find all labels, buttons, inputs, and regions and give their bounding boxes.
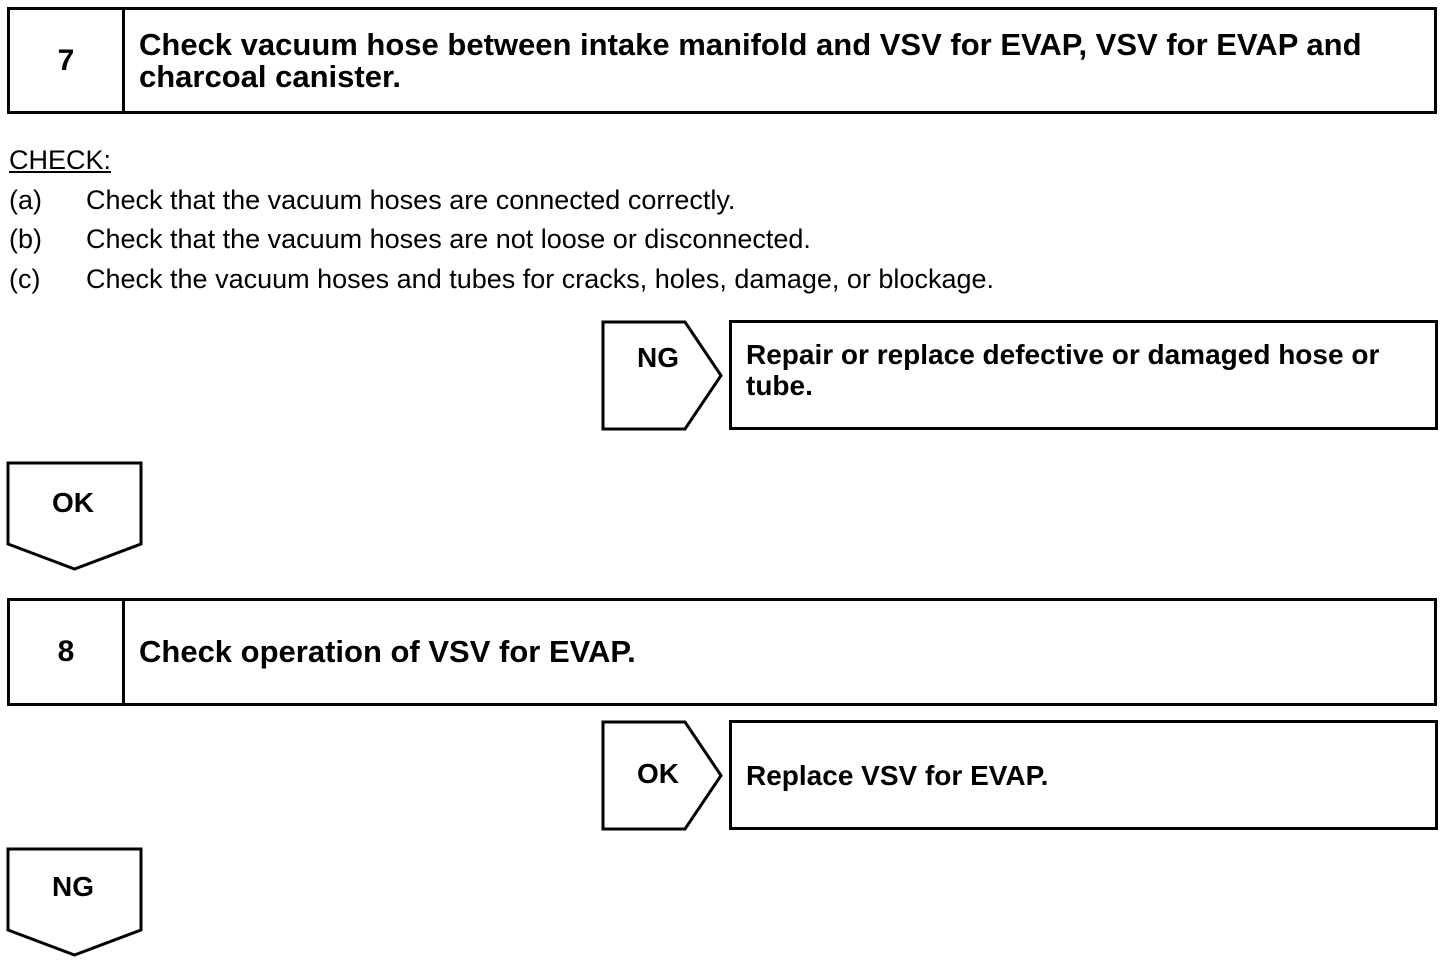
step-7-number: 7 xyxy=(10,10,125,111)
check-item-label: (c) xyxy=(9,264,41,294)
check-item-label: (a) xyxy=(9,185,42,215)
ok-arrow-label: OK xyxy=(52,487,94,518)
step-8-box: 8 Check operation of VSV for EVAP. xyxy=(7,598,1437,706)
ok-action-box: Replace VSV for EVAP. xyxy=(729,720,1438,830)
step-8-title: Check operation of VSV for EVAP. xyxy=(139,634,636,669)
step-8-number: 8 xyxy=(10,601,125,703)
down-arrow-icon xyxy=(6,461,143,571)
ok-right-arrow: OK xyxy=(601,720,725,831)
ng-action-box: Repair or replace defective or damaged h… xyxy=(729,320,1438,430)
ng-arrow-label: NG xyxy=(52,871,94,902)
check-item-label: (b) xyxy=(9,224,42,254)
ok-arrow-label: OK xyxy=(637,758,679,789)
step-7-box: 7 Check vacuum hose between intake manif… xyxy=(7,7,1437,114)
ng-down-arrow: NG xyxy=(6,847,144,958)
step-7-title: Check vacuum hose between intake manifol… xyxy=(139,26,1362,94)
check-item-text: Check that the vacuum hoses are not loos… xyxy=(86,224,811,254)
check-item-c: (c) Check the vacuum hoses and tubes for … xyxy=(9,264,994,295)
ok-down-arrow: OK xyxy=(6,461,144,572)
check-item-text: Check that the vacuum hoses are connecte… xyxy=(86,185,736,215)
down-arrow-icon xyxy=(6,847,143,957)
check-item-a: (a) Check that the vacuum hoses are conne… xyxy=(9,185,735,216)
check-item-text: Check the vacuum hoses and tubes for cra… xyxy=(86,264,994,294)
ng-arrow-label: NG xyxy=(637,342,679,373)
check-item-b: (b) Check that the vacuum hoses are not l… xyxy=(9,224,811,255)
right-arrow-icon xyxy=(601,720,723,831)
check-heading: CHECK: xyxy=(9,145,112,175)
right-arrow-icon xyxy=(601,320,723,431)
ng-right-arrow: NG xyxy=(601,320,725,431)
